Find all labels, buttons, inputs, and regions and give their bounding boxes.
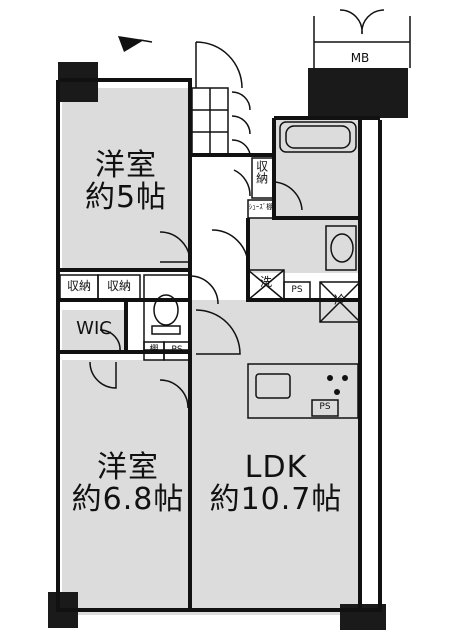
ps-washer-label: PS <box>291 285 303 295</box>
bathtub-inner <box>285 125 351 149</box>
ps-kitchen-box <box>311 399 339 417</box>
bedroom2-door2-arc <box>159 379 189 409</box>
western-room-2-label: 洋室 約6.8帖 <box>58 452 198 515</box>
toilet-room <box>143 274 191 351</box>
fridge-label: 冷 <box>333 293 346 307</box>
western-room-1-size: 約5帖 <box>84 179 168 215</box>
washroom-door-arc <box>211 229 249 267</box>
ldk-size: 約10.7帖 <box>209 481 343 517</box>
hall-storage-label: 収納 <box>254 160 269 184</box>
toilet-door-arc <box>189 275 219 305</box>
kitchen-counter <box>247 363 359 419</box>
bedroom2-door-arc <box>89 361 117 389</box>
storage-right-label: 収納 <box>106 279 131 293</box>
balcony-door-arcs <box>339 9 385 35</box>
sink <box>255 373 291 399</box>
mb-label: MB <box>350 51 370 65</box>
mb-black-block <box>308 68 408 118</box>
shelf-label: 棚 <box>149 345 159 355</box>
western-room-1-label: 洋室 約5帖 <box>66 150 186 213</box>
bathroom-floor <box>274 118 360 218</box>
tile-grid <box>192 88 228 154</box>
wic-floor <box>62 310 126 352</box>
ps-washer-box <box>283 281 311 301</box>
thin-lines <box>59 9 411 419</box>
fridge-box <box>319 281 361 323</box>
shoe-box-outline <box>247 199 275 219</box>
toilet-tank <box>151 325 181 335</box>
storage-right-box <box>97 274 141 301</box>
western-room-1-name: 洋室 <box>95 148 157 183</box>
washer-label: 洗 <box>259 275 272 289</box>
room-fills <box>62 88 360 615</box>
ldk-floor <box>190 300 360 615</box>
ldk-door-arc <box>195 309 241 355</box>
ldk-label: LDK 約10.7帖 <box>196 452 356 515</box>
hall-storage-door-arc <box>233 169 251 197</box>
north-arrow <box>118 36 153 52</box>
burner-1 <box>327 375 333 381</box>
vanity <box>325 225 357 271</box>
shoe-box-label: ｼｭｰｽﾞ棚 <box>248 203 274 211</box>
basin <box>330 233 354 263</box>
hall-storage-box <box>251 157 275 199</box>
ps-toilet-label: PS <box>171 345 183 355</box>
wic-door-arc <box>99 329 121 353</box>
washroom-floor <box>248 218 360 273</box>
closet-doors <box>231 91 251 155</box>
fridge-cross <box>319 281 361 323</box>
western-room-2-floor <box>62 360 190 615</box>
walls <box>56 78 382 612</box>
washer-cross <box>247 269 285 301</box>
stove-burners <box>327 375 348 395</box>
bedroom1-right-wall <box>60 78 192 300</box>
bedroom1-door-arc <box>159 231 191 263</box>
bathtub <box>279 121 357 153</box>
storage-left-label: 収納 <box>66 279 91 293</box>
western-room-2-size: 約6.8帖 <box>71 481 185 517</box>
western-room-2-name: 洋室 <box>97 450 159 485</box>
ldk-name: LDK <box>244 450 308 485</box>
ps-kitchen-label: PS <box>319 402 331 412</box>
ps-toilet-box <box>163 341 191 361</box>
outer-wall <box>56 80 382 612</box>
north-arrow-head <box>118 36 144 52</box>
balcony-frame <box>313 16 411 68</box>
burner-3 <box>334 389 340 395</box>
burner-2 <box>342 375 348 381</box>
western-room-1-floor <box>62 88 190 270</box>
north-arrow-tail <box>139 39 153 43</box>
toilet-bowl <box>153 294 179 326</box>
entry-door-arc <box>195 41 243 89</box>
bath-door-arc <box>273 181 303 211</box>
wic-label: WIC <box>76 318 112 339</box>
